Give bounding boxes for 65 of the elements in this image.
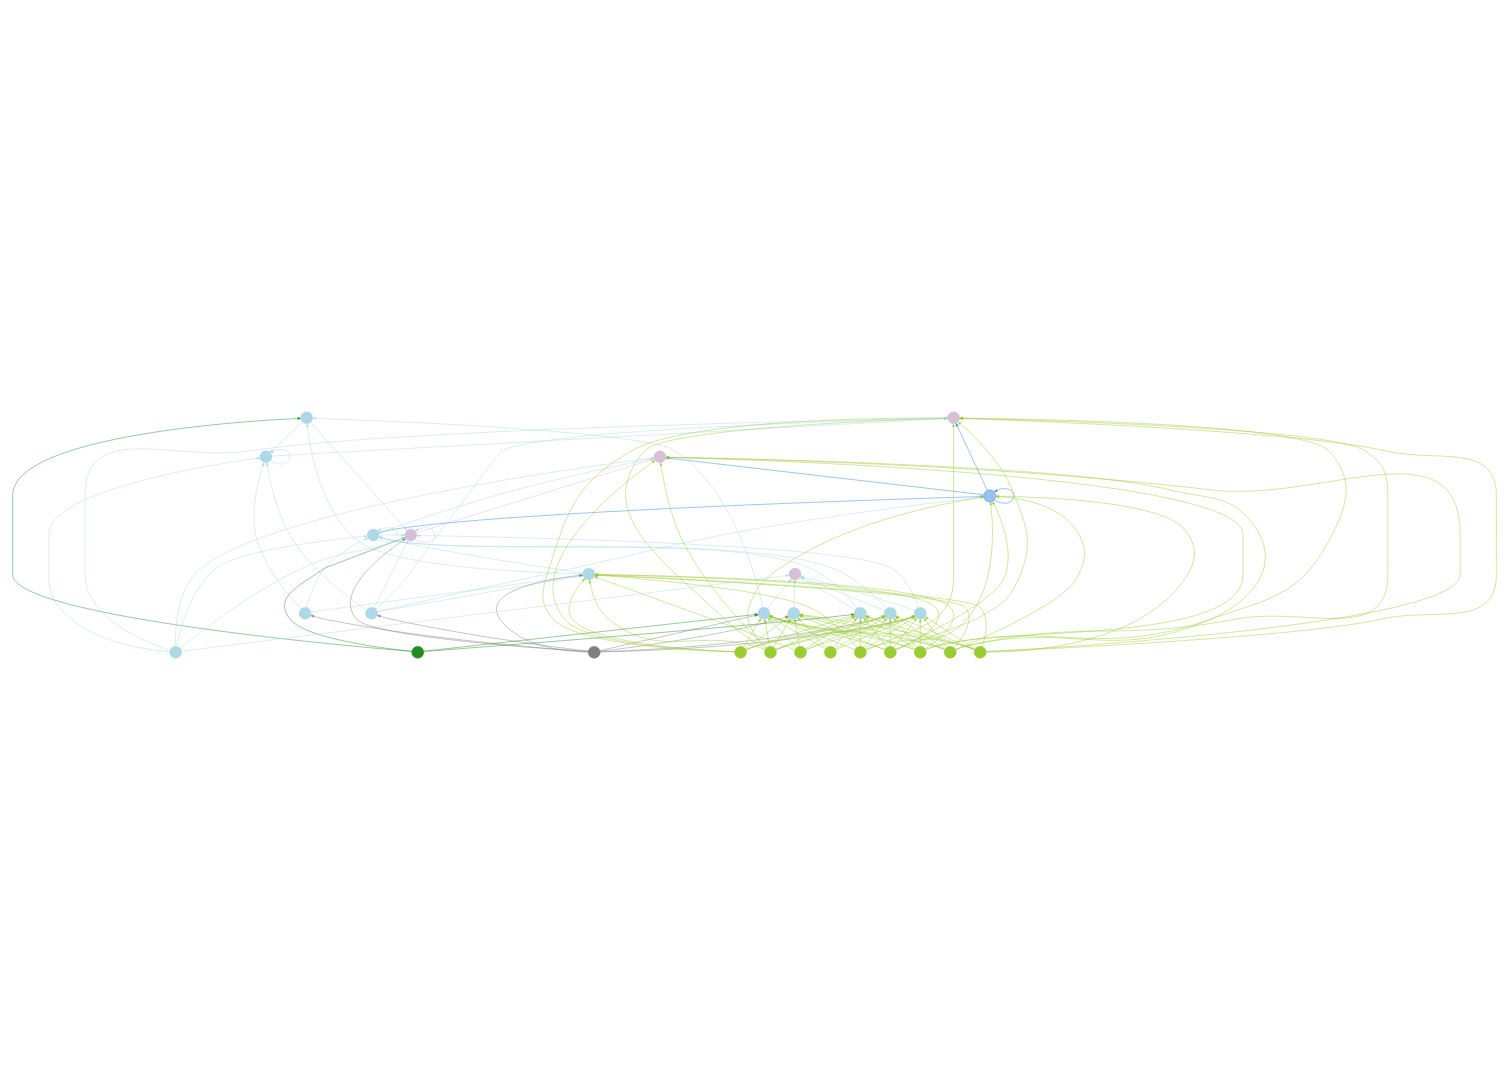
arrow <box>895 501 1009 650</box>
arrow <box>955 417 1389 650</box>
arrow <box>764 618 770 647</box>
arrow <box>48 457 261 652</box>
arrow <box>773 618 792 648</box>
arrow <box>923 617 947 648</box>
arrow <box>625 417 948 650</box>
arrow <box>306 423 583 574</box>
node-circle <box>973 646 987 659</box>
node-circle <box>824 646 837 659</box>
node-circle <box>365 606 378 620</box>
node-circle <box>794 646 807 659</box>
arrow <box>176 535 368 647</box>
arrow <box>793 579 797 608</box>
arrow <box>859 619 862 647</box>
node-circle <box>587 646 601 659</box>
node-circle <box>884 646 897 659</box>
arrow <box>310 422 408 531</box>
arrow <box>310 615 589 652</box>
arrow <box>959 417 1497 652</box>
arrow <box>743 618 762 648</box>
arrow <box>377 574 584 612</box>
arrow <box>925 416 1347 650</box>
arrow <box>253 462 302 609</box>
arrow <box>895 615 975 650</box>
arrow <box>310 574 583 613</box>
arrow <box>768 616 826 650</box>
arrow <box>496 574 589 653</box>
node-circle <box>764 646 777 659</box>
arrow <box>659 462 767 649</box>
arrow <box>986 495 1195 653</box>
node-circle <box>298 606 312 620</box>
node-circle <box>854 646 867 659</box>
node-circle <box>169 646 182 659</box>
arrow <box>895 616 946 649</box>
arrow <box>84 417 948 651</box>
arrow <box>416 534 919 608</box>
arrow <box>889 619 892 647</box>
arrow <box>568 578 735 652</box>
arrow <box>594 576 796 651</box>
arrow <box>266 462 367 610</box>
node-circle <box>914 646 927 659</box>
arrow <box>12 417 412 652</box>
node-circle <box>300 411 313 424</box>
arrow <box>994 488 1014 504</box>
arrow <box>373 540 409 608</box>
arrow <box>415 527 435 543</box>
arrow <box>312 417 763 608</box>
arrow <box>542 416 948 652</box>
arrow <box>919 619 922 647</box>
arrow <box>925 616 976 649</box>
arrow <box>181 574 790 652</box>
arrow <box>588 580 766 650</box>
node-circle <box>943 646 957 659</box>
arrow <box>377 615 589 652</box>
node-circle <box>411 646 424 659</box>
node-circle <box>734 646 747 659</box>
arrow <box>895 421 1028 650</box>
arrow <box>767 578 792 609</box>
arrow <box>893 617 917 648</box>
arrow <box>955 423 988 491</box>
arrow <box>767 617 797 648</box>
arrow <box>306 537 369 608</box>
arrow <box>794 618 800 647</box>
arrow <box>797 617 827 648</box>
